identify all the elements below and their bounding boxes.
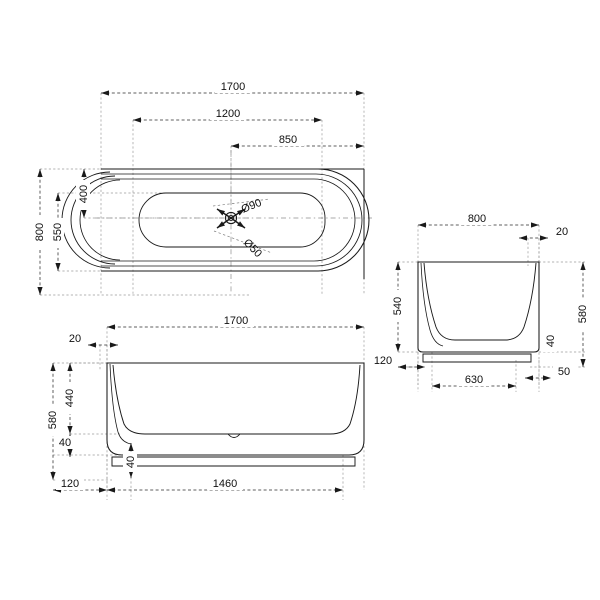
front-1460-label: 1460	[213, 478, 237, 490]
side-dim-540: 540	[390, 262, 404, 352]
side-dim-40: 40	[543, 330, 557, 352]
side-dim-20: 20	[519, 225, 576, 241]
front-dim-440: 440	[62, 363, 76, 434]
side-dim-630: 630	[432, 373, 516, 389]
plan-dim-1700: 1700	[101, 80, 364, 96]
front-dim-1460: 1460	[107, 477, 343, 493]
front-dim-40-step: 40	[123, 443, 137, 478]
front-440-label: 440	[64, 389, 76, 407]
front-1700-label: 1700	[224, 315, 248, 327]
side-tub-outline	[417, 261, 540, 353]
plan-dim-850: 850	[231, 133, 364, 149]
side-dim-580: 580	[575, 262, 589, 367]
front-dim-580: 580	[45, 363, 59, 480]
plan-inner-bowl	[138, 192, 326, 248]
plan-400-label: 400	[78, 185, 90, 203]
side-dim-120: 120	[369, 354, 425, 370]
plan-dim-800: 800	[32, 169, 46, 295]
front-40-left-label: 40	[59, 437, 71, 449]
side-120-label: 120	[374, 355, 392, 367]
front-dim-40-left: 40	[55, 434, 75, 457]
side-20-label: 20	[556, 226, 568, 238]
plan-dim-550: 550	[50, 193, 64, 271]
side-40-label: 40	[545, 335, 557, 347]
front-580-label: 580	[47, 411, 59, 429]
side-50-label: 50	[558, 366, 570, 378]
plan-view: Ø90 Ø50 1700 1200 850 800	[32, 80, 372, 296]
front-120-label: 120	[61, 478, 79, 490]
side-580-label: 580	[577, 305, 589, 323]
plan-dim-400: 400	[76, 169, 90, 218]
front-dim-20: 20	[62, 332, 118, 348]
front-tub-outline	[106, 362, 365, 456]
front-dim-120: 120	[53, 477, 107, 493]
front-dim-1700: 1700	[107, 314, 364, 330]
front-40-step-label: 40	[125, 456, 137, 468]
side-dim-800: 800	[418, 212, 539, 228]
plan-800-label: 800	[34, 223, 46, 241]
side-540-label: 540	[392, 297, 404, 315]
plan-dim-1200: 1200	[133, 107, 322, 123]
side-dim-50: 50	[525, 365, 577, 381]
side-elevation-view: 800 20 540 580 40 12	[369, 212, 589, 392]
side-800-label: 800	[468, 213, 486, 225]
front-elevation-view: 1700 20 580 440 40 1	[45, 314, 365, 500]
front-plinth	[111, 456, 356, 467]
front-20-label: 20	[69, 333, 81, 345]
plan-1700-label: 1700	[221, 81, 245, 93]
front-waste-bump	[227, 433, 241, 438]
plan-550-label: 550	[52, 223, 64, 241]
side-plinth	[422, 353, 532, 363]
plan-850-label: 850	[279, 134, 297, 146]
side-630-label: 630	[465, 374, 483, 386]
plan-1200-label: 1200	[216, 108, 240, 120]
